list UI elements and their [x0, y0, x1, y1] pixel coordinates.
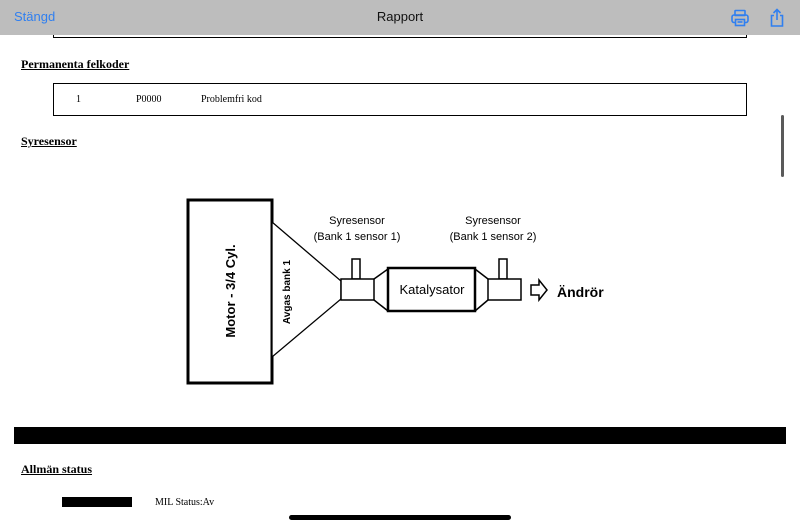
- code-description: Problemfri kod: [201, 94, 262, 105]
- tailpipe-label: Ändrör: [557, 284, 604, 300]
- navigation-bar: Stängd Rapport: [0, 0, 800, 35]
- sensor-1-probe: [351, 258, 361, 280]
- arrow-right-icon: [530, 277, 548, 303]
- printer-icon[interactable]: [730, 8, 750, 28]
- section-divider-bar: [14, 427, 786, 444]
- home-indicator[interactable]: [289, 515, 511, 520]
- close-button[interactable]: Stängd: [14, 9, 56, 24]
- scrollbar[interactable]: [781, 115, 784, 177]
- sensor-1-subtitle: (Bank 1 sensor 1): [314, 231, 401, 243]
- oxygen-sensor-heading: Syresensor: [21, 134, 77, 148]
- page-title: Rapport: [376, 9, 424, 24]
- general-status-heading: Allmän status: [21, 462, 93, 476]
- code-index: 1: [76, 94, 81, 105]
- oxygen-sensor-diagram: Motor - 3/4 Cyl. Avgas bank 1 Katalysato…: [186, 198, 604, 385]
- code-value: P0000: [136, 94, 162, 105]
- engine-label: Motor - 3/4 Cyl.: [223, 244, 238, 337]
- sensor-2-title: Syresensor: [465, 215, 521, 227]
- sensor-1-title: Syresensor: [329, 215, 385, 227]
- permanent-codes-table: 1 P0000 Problemfri kod: [53, 83, 747, 116]
- share-icon[interactable]: [767, 8, 787, 28]
- exhaust-label: Avgas bank 1: [282, 260, 293, 325]
- mil-status-indicator: [62, 497, 132, 507]
- sensor-2-subtitle: (Bank 1 sensor 2): [450, 231, 537, 243]
- catalyst-label: Katalysator: [399, 282, 465, 297]
- catalyst: [386, 266, 477, 313]
- permanent-codes-heading: Permanenta felkoder: [21, 57, 130, 71]
- sensor-1-pipe: [340, 278, 375, 301]
- sensor-2-probe: [498, 258, 508, 280]
- previous-table-box: [53, 35, 747, 38]
- mil-status-text: MIL Status:Av: [155, 497, 215, 508]
- report-content[interactable]: Permanenta felkoder 1 P0000 Problemfri k…: [0, 35, 800, 525]
- sensor-2-pipe: [487, 278, 522, 301]
